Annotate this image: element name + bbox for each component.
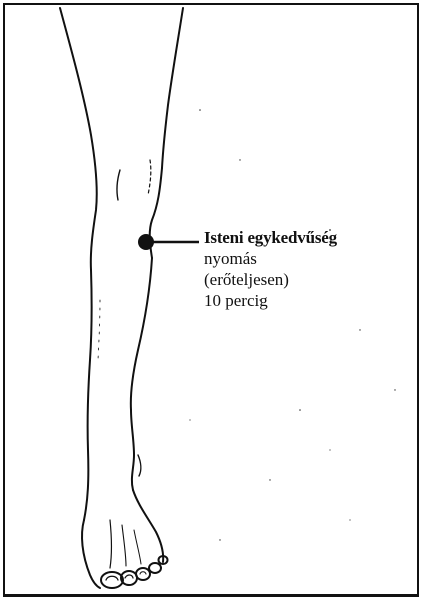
toe-3 [136,568,150,580]
scan-speckles [189,109,395,541]
toe-3-nail [140,572,146,574]
foot-crease-2 [122,525,126,566]
ankle-bone [138,455,141,476]
foot-inner-contour [133,490,163,562]
pressure-point-label: Isteni egykedvűség nyomás (erőteljesen) … [204,227,337,311]
ankle-inner-contour [131,410,134,490]
calf-contour [131,258,152,410]
kneecap-line [117,170,120,200]
thigh-outer-contour [60,8,97,270]
foot-crease-3 [134,530,141,564]
foot-crease-1 [110,520,112,568]
toe-2-nail [125,575,133,578]
instruction-line-2: (erőteljesen) [204,269,337,290]
thigh-inner-contour [162,8,183,168]
pressure-point-dot [138,234,154,250]
big-toe-nail [106,576,118,580]
big-toe [101,572,123,588]
instruction-line-3: 10 percig [204,290,337,311]
instruction-line-1: nyomás [204,248,337,269]
knee-shadow [148,160,151,195]
foot-outer-contour [82,520,100,588]
point-name: Isteni egykedvűség [204,227,337,248]
toe-4 [149,563,161,573]
shin-outer-contour [84,270,92,520]
shin-detail [98,300,100,360]
